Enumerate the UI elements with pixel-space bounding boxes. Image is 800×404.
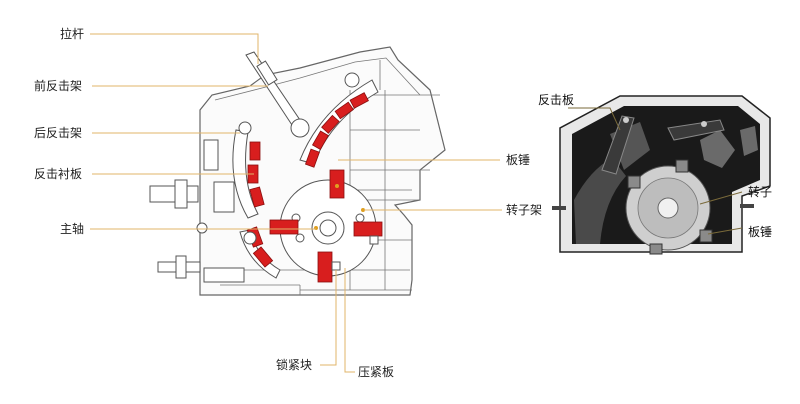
blow-bar-left xyxy=(269,219,299,235)
front-liner-group xyxy=(304,92,369,168)
label-rear-impact-frame: 后反击架 xyxy=(34,126,82,140)
adjust-nut-upper xyxy=(174,179,188,209)
label-lock-block: 锁紧块 xyxy=(276,357,312,372)
main-shaft-end xyxy=(319,219,337,237)
blow-bar-dot xyxy=(335,184,339,188)
roof-inner xyxy=(214,57,421,101)
leader-photo-rotor xyxy=(699,191,743,205)
leader-pull-rod xyxy=(90,33,259,64)
blow-bar-bottom xyxy=(317,251,333,283)
photo-blow-bar-3 xyxy=(699,229,713,243)
photo-bolt-right xyxy=(740,204,754,208)
leader-photo-blow-bar xyxy=(707,227,743,235)
adjust-nut-lower xyxy=(175,255,187,279)
lock-block-shape xyxy=(331,261,341,271)
photo-impact-plate-front xyxy=(601,115,635,175)
front-liner-3 xyxy=(321,114,340,134)
pull-rod-spring xyxy=(256,60,278,86)
material-pile-left xyxy=(574,158,626,244)
crusher-photo xyxy=(552,95,771,255)
lower-liner-2 xyxy=(252,246,274,268)
front-liner-4 xyxy=(334,101,354,120)
discharge-lines xyxy=(220,284,412,291)
side-pin xyxy=(196,222,208,234)
front-liner-5 xyxy=(349,92,369,109)
rear-frame-hinge xyxy=(238,121,252,135)
photo-bolt-left xyxy=(552,206,566,210)
label-impact-liner: 反击衬板 xyxy=(34,167,82,181)
rotor-bolt-3 xyxy=(295,233,305,243)
rear-liner-1 xyxy=(249,141,261,161)
left-bracket xyxy=(203,139,219,171)
label-photo-rotor: 转子 xyxy=(748,184,772,199)
label-blow-bar: 板锤 xyxy=(506,152,530,167)
left-leader-lines xyxy=(90,33,502,373)
photo-blow-bar-2 xyxy=(627,175,641,189)
material-chunks xyxy=(700,126,758,168)
photo-hinge-1 xyxy=(623,117,629,123)
photo-blow-bar-1 xyxy=(675,159,689,173)
front-liner-2 xyxy=(311,130,329,150)
lock-block-shape-2 xyxy=(369,235,379,245)
label-rotor-frame: 转子架 xyxy=(506,202,542,217)
label-main-shaft: 主轴 xyxy=(60,221,84,236)
label-photo-blow-bar: 板锤 xyxy=(748,224,772,239)
label-photo-impact-plate: 反击板 xyxy=(538,93,574,107)
adjust-rod-upper xyxy=(149,185,199,203)
side-block xyxy=(213,181,235,213)
label-press-plate: 压紧板 xyxy=(358,365,394,379)
front-frame-hinge xyxy=(344,72,360,88)
photo-shaft xyxy=(657,197,679,219)
photo-hinge-2 xyxy=(701,121,707,127)
pull-rod-pivot xyxy=(290,118,310,138)
blow-bar-right xyxy=(353,221,383,237)
crusher-cross-section xyxy=(149,46,446,296)
label-front-impact-frame: 前反击架 xyxy=(34,78,82,93)
photo-blow-bar-4 xyxy=(649,243,663,255)
rotor-bolt-2 xyxy=(355,213,365,223)
leader-press-plate xyxy=(344,268,355,373)
leader-photo-impact-plate xyxy=(568,107,621,131)
leader-lock-block xyxy=(320,270,337,366)
label-pull-rod: 拉杆 xyxy=(60,26,84,41)
front-liner-1 xyxy=(304,148,320,168)
rotor-frame-dot xyxy=(361,208,365,212)
right-leader-lines xyxy=(568,107,743,235)
base-block xyxy=(203,267,245,283)
rotor xyxy=(269,169,383,283)
rear-liner-3 xyxy=(249,186,265,208)
lower-frame-hinge xyxy=(243,231,257,245)
